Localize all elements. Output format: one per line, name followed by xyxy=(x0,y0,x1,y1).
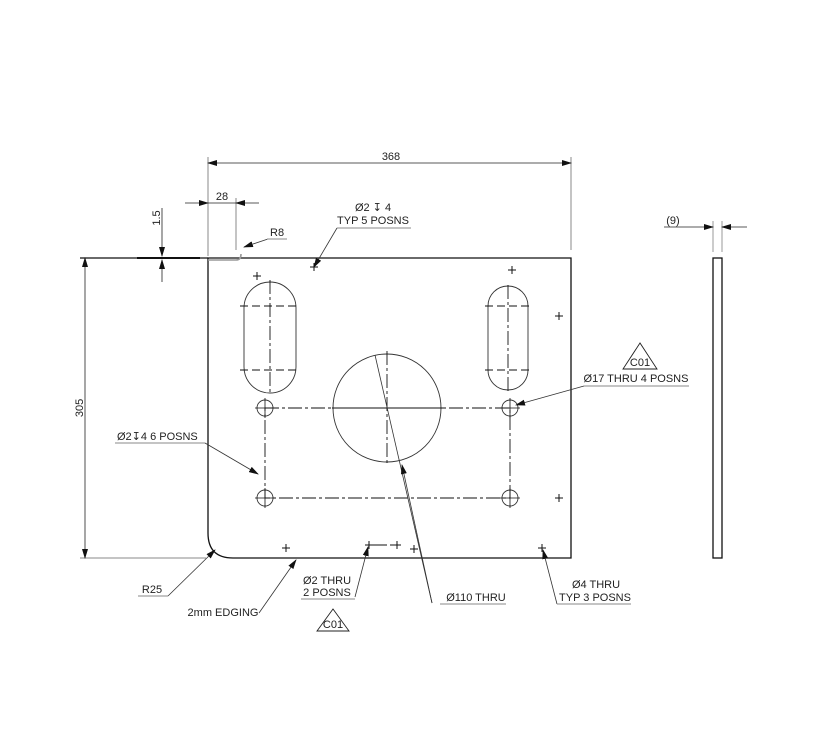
callout-bottom-holes: Ø2 THRU 2 POSNS C01 xyxy=(301,546,369,632)
callout-edging: 2mm EDGING xyxy=(188,559,297,619)
side-holes-label: Ø2↧4 6 POSNS xyxy=(117,431,198,443)
small-hole-markers xyxy=(253,263,563,553)
callout-large-hole: Ø110 THRU xyxy=(374,354,506,605)
dim-28-label: 28 xyxy=(216,191,228,203)
hole-marker xyxy=(555,494,563,502)
revision-tag-right-label: C01 xyxy=(630,357,650,369)
mount-holes-label: Ø17 THRU 4 POSNS xyxy=(584,373,689,385)
hole-marker xyxy=(538,544,546,552)
corner-holes-line1: Ø4 THRU xyxy=(572,579,620,591)
dimension-overall-width: 368 xyxy=(207,151,572,256)
hole-marker xyxy=(282,544,290,552)
hole-marker xyxy=(365,541,373,549)
edging-strip xyxy=(208,253,242,261)
hole-marker xyxy=(410,545,418,553)
hole-marker xyxy=(508,266,516,274)
corner-holes-line2: TYP 3 POSNS xyxy=(559,592,631,604)
callout-r8: R8 xyxy=(243,227,287,248)
r25-label: R25 xyxy=(142,584,162,596)
plate-side-view: (9) xyxy=(664,215,747,559)
slot-right xyxy=(485,285,531,393)
dimension-edge-offset: 28 xyxy=(185,191,259,250)
dim-1-5-label: 1.5 xyxy=(151,210,163,225)
hole-marker xyxy=(555,312,563,320)
hole-marker xyxy=(253,272,261,280)
plate-outline xyxy=(207,257,572,559)
bottom-holes-line2: 2 POSNS xyxy=(303,587,351,599)
callout-r25: R25 xyxy=(138,549,216,597)
callout-mount-holes: C01 Ø17 THRU 4 POSNS xyxy=(515,342,689,406)
bottom-holes-line1: Ø2 THRU xyxy=(303,575,351,587)
dimension-overall-height: 305 xyxy=(74,257,206,559)
edging-label: 2mm EDGING xyxy=(188,607,259,619)
top-holes-line2: TYP 5 POSNS xyxy=(337,215,409,227)
revision-tag-bottom xyxy=(316,608,350,632)
dim-305-label: 305 xyxy=(74,399,86,417)
revision-tag-bottom-label: C01 xyxy=(323,619,343,631)
hole-marker xyxy=(310,263,318,271)
dim-thickness-label: (9) xyxy=(666,215,679,227)
callout-corner-holes: Ø4 THRU TYP 3 POSNS xyxy=(542,549,631,605)
r8-label: R8 xyxy=(270,227,284,239)
side-view-outline xyxy=(712,257,723,559)
plate-front-view xyxy=(80,253,572,559)
top-holes-line1: Ø2 ↧ 4 xyxy=(355,202,391,214)
large-hole-label: Ø110 THRU xyxy=(446,592,506,604)
hole-marker xyxy=(393,541,401,549)
revision-tag-right xyxy=(622,342,658,370)
dimension-step-height: 1.5 xyxy=(151,208,165,282)
callout-top-holes: Ø2 ↧ 4 TYP 5 POSNS xyxy=(313,202,411,268)
dim-368-label: 368 xyxy=(382,151,400,163)
mount-hole-pattern xyxy=(255,398,520,508)
callout-side-holes: Ø2↧4 6 POSNS xyxy=(115,431,259,475)
slot-left xyxy=(240,280,300,395)
